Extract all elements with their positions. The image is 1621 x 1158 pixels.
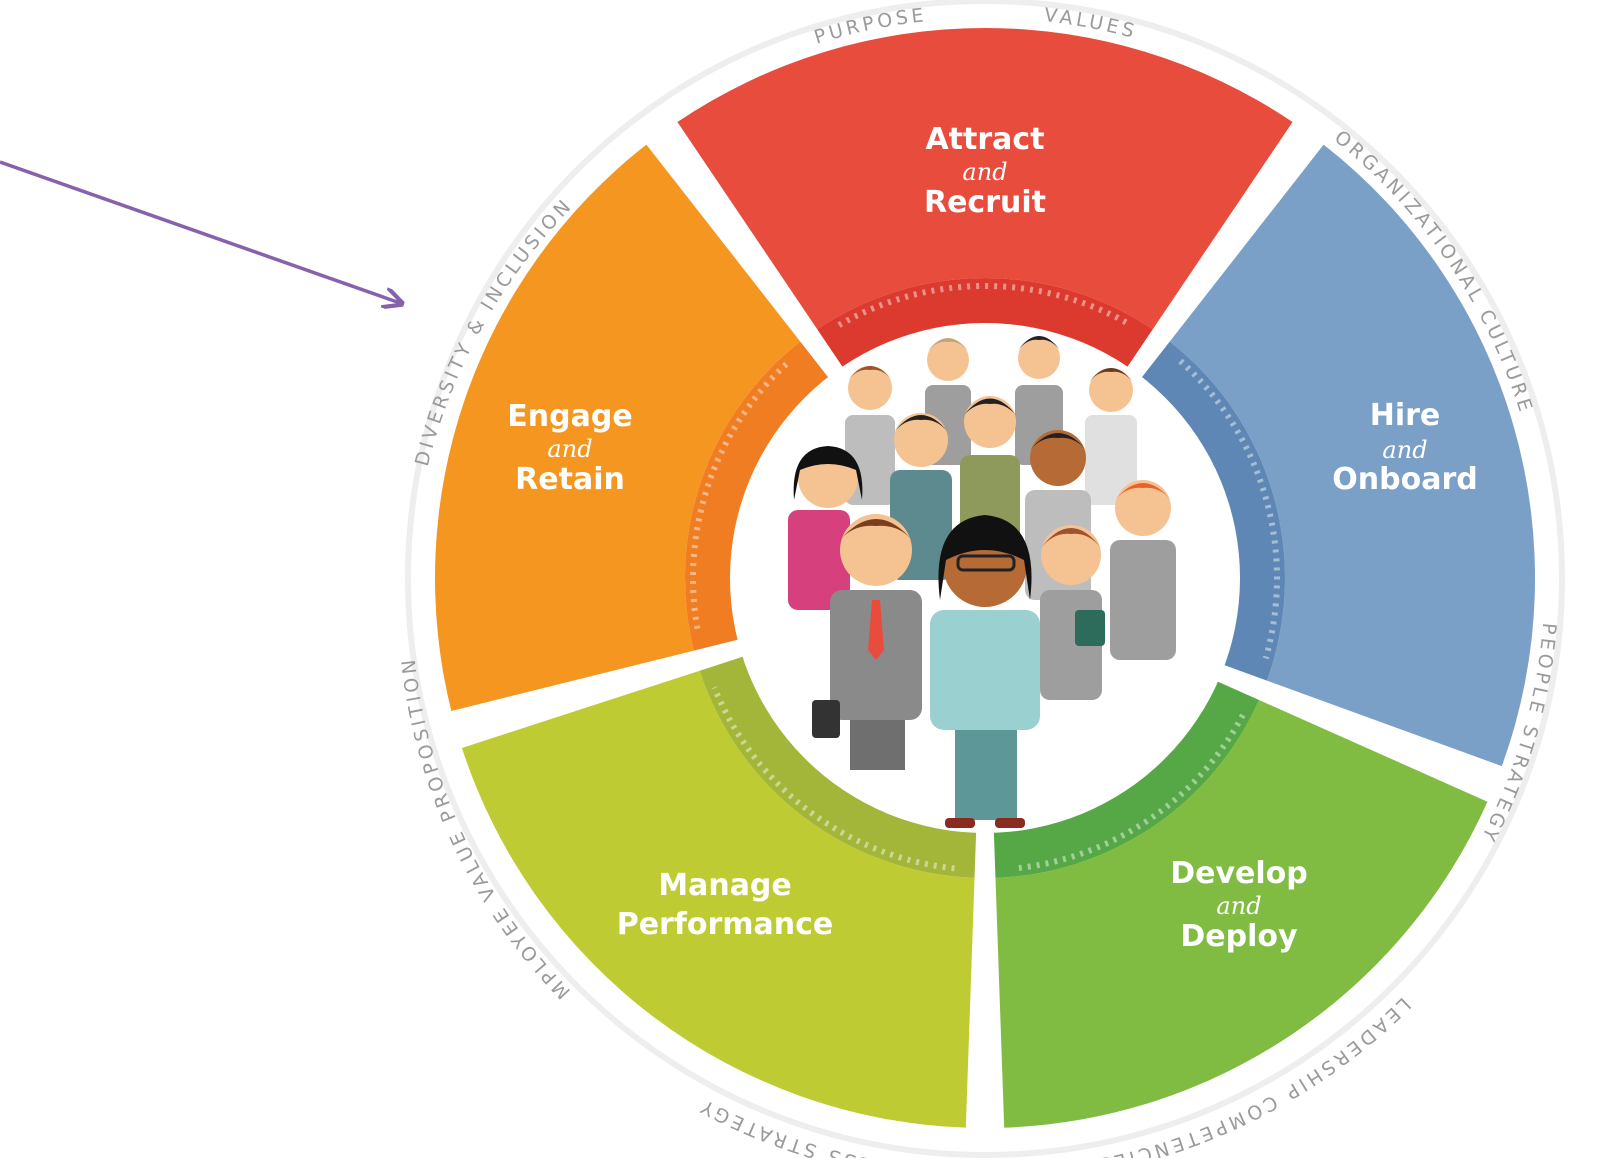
person-front-2 [930, 515, 1040, 820]
segment-manage-label: Manage Performance [617, 868, 834, 942]
hire-line2: Onboard [1332, 462, 1477, 497]
attract-connector: and [962, 158, 1007, 186]
segment-develop-chevron-arc [1015, 713, 1246, 872]
segment-attract-chevron-arc [837, 283, 1133, 328]
segment-labels: Attract and Recruit Hire and Onboard Dev… [507, 122, 1477, 954]
segment-engage-label: Engage and Retain [507, 399, 632, 497]
engage-connector: and [547, 435, 592, 463]
segment-hire-label: Hire and Onboard [1332, 398, 1477, 497]
hire-line1: Hire [1370, 398, 1441, 433]
engage-line2: Retain [515, 462, 625, 497]
person-front-1 [812, 514, 922, 770]
person-mid-5 [788, 446, 863, 610]
segment-attract-label: Attract and Recruit [924, 122, 1046, 220]
hire-connector: and [1382, 436, 1427, 464]
segment-manage-chevron-arc [711, 686, 955, 872]
segment-engage [434, 144, 801, 712]
attract-line1: Attract [925, 122, 1044, 157]
segment-hire [1169, 144, 1535, 767]
develop-line1: Develop [1170, 856, 1308, 891]
pointer-arrow-icon [0, 160, 400, 303]
develop-connector: and [1216, 892, 1261, 920]
segment-develop-label: Develop and Deploy [1170, 856, 1308, 954]
segment-hire-chevron-arc [1178, 358, 1280, 660]
manage-line1: Manage [658, 868, 792, 903]
develop-line2: Deploy [1180, 919, 1298, 954]
manage-line2: Performance [617, 907, 834, 942]
person-front-3 [1040, 525, 1105, 700]
person-mid-4 [1110, 480, 1176, 660]
segment-attract [677, 27, 1293, 330]
group-of-people-icon [730, 323, 1240, 833]
engage-line1: Engage [507, 399, 632, 434]
attract-line2: Recruit [924, 185, 1046, 220]
person-back-4 [1085, 368, 1137, 505]
segment-manage [461, 670, 975, 1128]
segment-develop [995, 700, 1488, 1128]
